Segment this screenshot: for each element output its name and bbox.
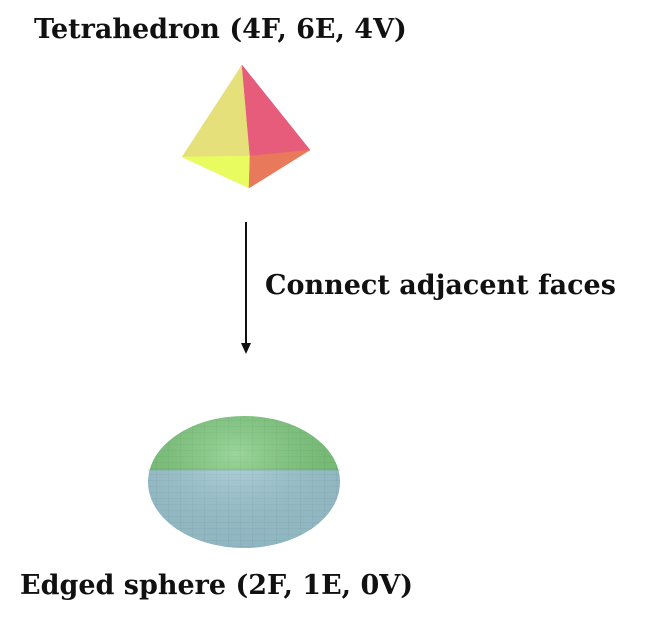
tetrahedron-face-bottom-right <box>248 149 311 189</box>
tetrahedron-shape <box>181 64 311 189</box>
tetrahedron-label: Tetrahedron (4F, 6E, 4V) <box>34 14 407 45</box>
edged-sphere-shape <box>148 416 340 548</box>
tetrahedron-face-left <box>181 64 251 158</box>
down-arrow <box>241 222 251 354</box>
tetrahedron-face-right <box>241 64 311 157</box>
arrow-label: Connect adjacent faces <box>265 270 616 301</box>
edged-sphere-label: Edged sphere (2F, 1E, 0V) <box>20 570 413 601</box>
tetrahedron-face-bottom-left <box>181 155 251 189</box>
